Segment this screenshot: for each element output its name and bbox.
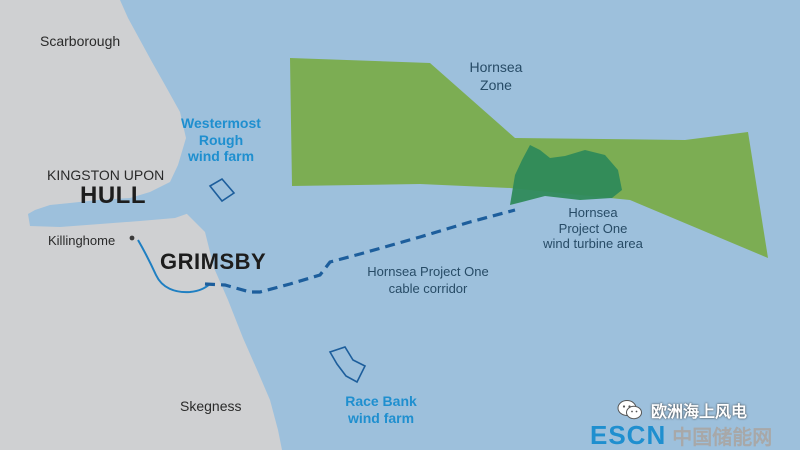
label-race-bank-line2: wind farm <box>347 409 415 426</box>
humber-estuary <box>28 195 192 227</box>
hornsea-project-one-area <box>510 145 622 205</box>
label-hornsea-zone-line1: Hornsea <box>469 59 523 75</box>
label-cable-corridor-line2: cable corridor <box>388 280 468 296</box>
killingholme-marker <box>129 235 135 241</box>
label-westermost-rough-line2: Rough <box>198 131 244 148</box>
label-hull: HULL <box>80 182 146 209</box>
label-westermost-rough: Westermost Rough wind farm <box>175 116 267 164</box>
wechat-account-name: 欧洲海上风电 <box>651 402 748 421</box>
escn-logo-text: ESCN <box>590 420 667 450</box>
label-westermost-rough-line3: wind farm <box>187 148 255 165</box>
wechat-icon <box>617 400 642 420</box>
label-scarborough: Scarborough <box>40 33 121 49</box>
label-hornsea-project-one-line1: Hornsea <box>568 205 618 220</box>
label-cable-corridor: Hornsea Project One cable corridor <box>348 265 508 295</box>
label-hornsea-project-one: Hornsea Project One wind turbine area <box>528 206 658 251</box>
label-hornsea-zone-line2: Zone <box>480 76 512 93</box>
label-race-bank-line1: Race Bank <box>345 393 417 409</box>
label-hornsea-project-one-line3: wind turbine area <box>543 236 643 252</box>
label-hornsea-zone: Hornsea Zone <box>456 60 536 92</box>
label-race-bank: Race Bank wind farm <box>336 394 426 425</box>
label-kingston-upon: KINGSTON UPON <box>47 167 165 183</box>
westermost-rough-outline <box>208 177 236 203</box>
river-line <box>137 239 211 294</box>
escn-watermark: ESCN 中国储能网 <box>590 420 772 450</box>
land-mass <box>0 0 282 450</box>
label-killingholme: Killinghome <box>48 233 116 248</box>
cable-corridor-line <box>204 208 516 294</box>
label-skegness: Skegness <box>180 398 242 414</box>
label-grimsby: GRIMSBY <box>160 249 267 274</box>
wechat-watermark: 欧洲海上风电 <box>617 398 747 422</box>
label-westermost-rough-line1: Westermost <box>181 115 261 131</box>
label-hornsea-project-one-line2: Project One <box>558 220 628 236</box>
race-bank-outline <box>328 346 367 384</box>
label-cable-corridor-line1: Hornsea Project One <box>367 264 489 279</box>
escn-chinese-name: 中国储能网 <box>672 425 773 449</box>
